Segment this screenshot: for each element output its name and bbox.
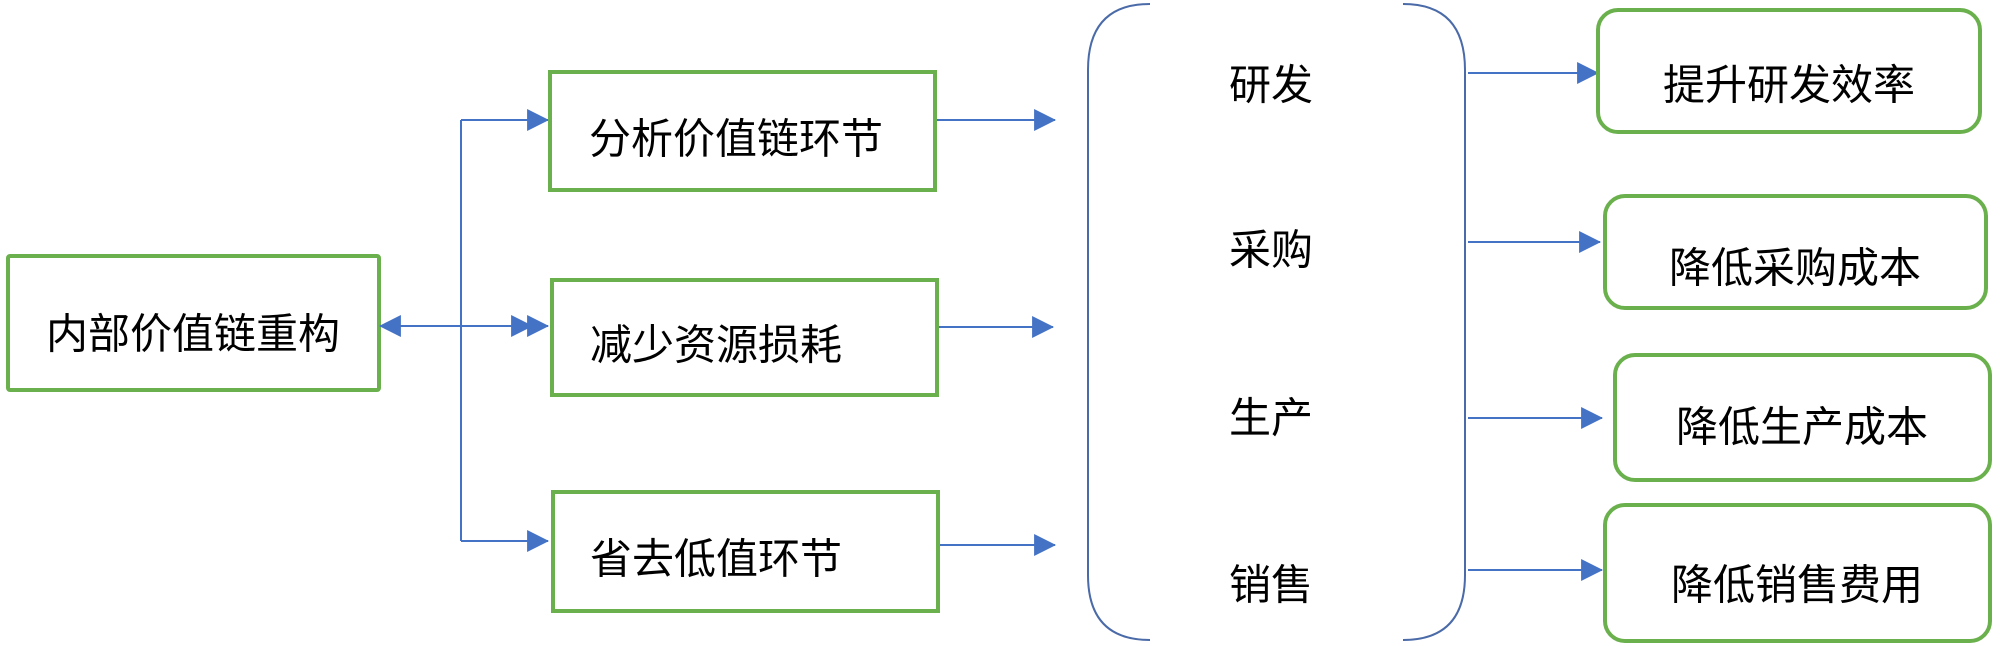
strategy-node-2: 减少资源损耗 xyxy=(550,278,939,397)
stage-label-3: 生产 xyxy=(1229,394,1313,443)
outcome-label-4: 降低销售费用 xyxy=(1671,561,1923,610)
outcome-node-2: 降低采购成本 xyxy=(1603,194,1988,310)
outcome-node-4: 降低销售费用 xyxy=(1603,503,1992,643)
strategy-node-1: 分析价值链环节 xyxy=(548,70,937,192)
outcome-label-3: 降低生产成本 xyxy=(1676,403,1928,452)
value-chain-bracket xyxy=(1087,3,1466,641)
strategy-node-3: 省去低值环节 xyxy=(551,490,940,613)
outcome-label-2: 降低采购成本 xyxy=(1669,244,1921,293)
stage-label-1: 研发 xyxy=(1229,61,1313,110)
stage-label-2: 采购 xyxy=(1229,226,1313,275)
stage-label-4: 销售 xyxy=(1229,561,1313,610)
strategy-label-2: 减少资源损耗 xyxy=(590,321,842,370)
outcome-node-1: 提升研发效率 xyxy=(1596,8,1982,134)
strategy-label-3: 省去低值环节 xyxy=(590,535,842,584)
root-label: 内部价值链重构 xyxy=(46,310,340,359)
strategy-label-1: 分析价值链环节 xyxy=(589,115,883,164)
outcome-node-3: 降低生产成本 xyxy=(1613,353,1992,482)
root-node: 内部价值链重构 xyxy=(6,254,381,392)
outcome-label-1: 提升研发效率 xyxy=(1663,61,1915,110)
